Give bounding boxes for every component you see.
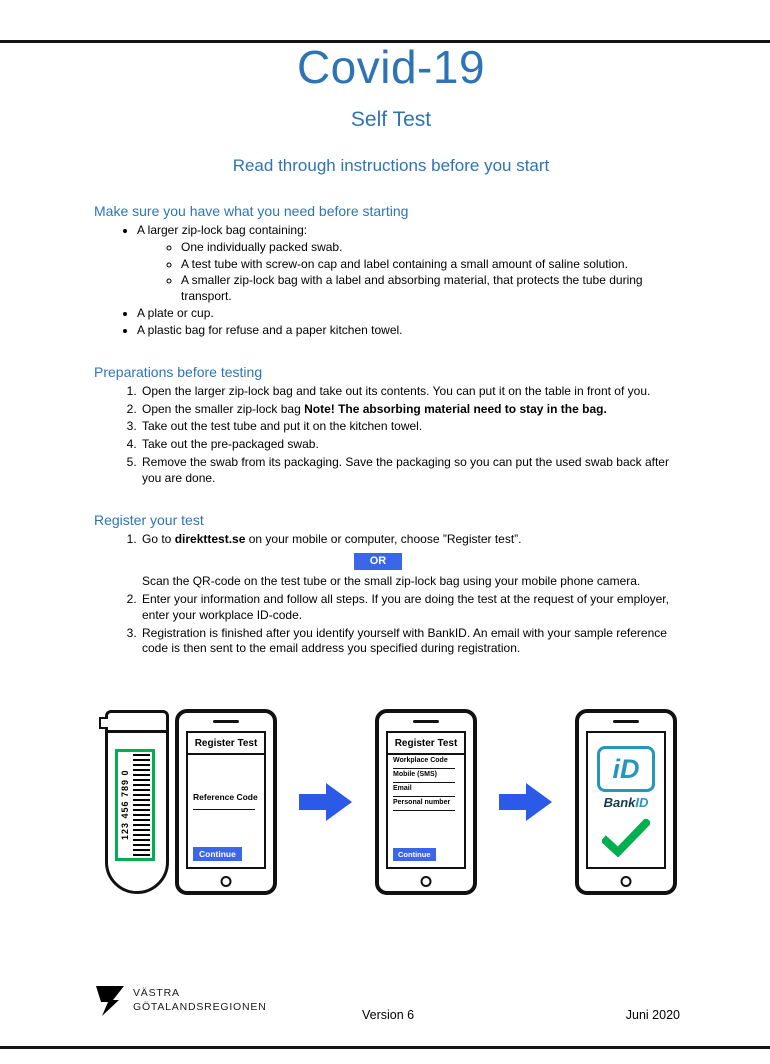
list-item: Remove the swab from its packaging. Save… — [140, 455, 688, 487]
list-item-text: Registration is finished after you ident… — [142, 625, 667, 656]
list-item-text: Take out the test tube and put it on the… — [142, 419, 423, 434]
org-name: VÄSTRA GÖTALANDSREGIONEN — [133, 987, 267, 1014]
list-item: Enter your information and follow all st… — [140, 592, 688, 624]
list-item: One individually packed swab. — [181, 240, 688, 256]
section-heading-preparations: Preparations before testing — [94, 363, 263, 380]
list-item-text: Remove the swab from its packaging. Save… — [142, 455, 669, 485]
section-heading-checklist: Make sure you have what you need before … — [94, 203, 409, 219]
phone-speaker — [413, 720, 439, 724]
tube-cap-line — [105, 730, 169, 734]
field-underline — [393, 778, 456, 784]
continue-button: Continue — [193, 847, 242, 862]
list-item: A smaller zip-lock bag with a label and … — [181, 273, 688, 305]
list-item: A plate or cup. — [137, 306, 688, 322]
field-underline — [393, 764, 456, 770]
bankid-wordmark-id: ID — [635, 795, 649, 811]
note-text: Note! The absorbing material need to sta… — [304, 401, 607, 416]
continue-button: Continue — [393, 848, 436, 862]
list-item: A larger zip-lock bag containing: One in… — [137, 223, 688, 305]
list-item: Go to direkttest.se on your mobile or co… — [140, 532, 688, 590]
list-item: Open the smaller zip-lock bag Note! The … — [140, 402, 688, 418]
list-item: Open the larger zip-lock bag and take ou… — [140, 384, 688, 400]
barcode-number: 123 456 789 0 — [120, 769, 130, 841]
list-item-text: A larger zip-lock bag containing: — [137, 223, 308, 237]
list-item-text: A smaller zip-lock bag with a label and … — [181, 273, 643, 304]
document-body: Covid-19 Self Test Read through instruct… — [0, 40, 770, 896]
preparations-steps: Open the larger zip-lock bag and take ou… — [94, 384, 688, 487]
bankid-wordmark: BankID — [604, 795, 649, 810]
page-subtitle: Self Test — [350, 108, 432, 131]
phone-home-button — [620, 876, 632, 888]
phone-speaker — [613, 720, 639, 724]
screen-title: Register Test — [194, 738, 258, 750]
field-underline — [193, 802, 256, 811]
checklist: A larger zip-lock bag containing: One in… — [94, 223, 688, 339]
register-steps: Go to direkttest.se on your mobile or co… — [94, 532, 688, 657]
phone-1-illustration: Register Test Reference Code Continue — [175, 709, 277, 896]
org-name-line2: GÖTALANDSREGIONEN — [133, 1001, 267, 1013]
list-item-text: on your mobile or computer, choose ”Regi… — [245, 531, 522, 546]
page-top-border — [0, 40, 770, 43]
list-item: Take out the test tube and put it on the… — [140, 419, 688, 435]
phone-3-illustration: iD BankID — [575, 709, 677, 896]
phone-home-button — [220, 876, 232, 888]
arrow-right-icon — [499, 783, 552, 822]
version-label: Version 6 — [362, 1008, 415, 1022]
screen-divider — [388, 753, 464, 756]
field-label: Mobile (SMS) — [393, 771, 437, 779]
org-name-line1: VÄSTRA — [133, 987, 180, 1000]
screen-title: Register Test — [394, 738, 458, 750]
field-underline — [393, 792, 456, 798]
list-item: Take out the pre-packaged swab. — [140, 437, 688, 453]
checklist-sublist: One individually packed swab. A test tub… — [137, 240, 688, 305]
bankid-wordmark-bank: Bank — [603, 795, 636, 811]
section-heading-register: Register your test — [94, 511, 204, 528]
list-item: A test tube with screw-on cap and label … — [181, 257, 688, 273]
barcode-icon — [133, 754, 150, 857]
list-item-text: Scan the QR-code on the test tube or the… — [142, 574, 641, 589]
page-footer: VÄSTRA GÖTALANDSREGIONEN Version 6 Juni … — [94, 970, 680, 1022]
field-label: Reference Code — [193, 792, 258, 803]
list-item-text: Go to — [142, 531, 175, 546]
list-item-text: Take out the pre-packaged swab. — [142, 437, 319, 452]
field-underline — [393, 806, 456, 812]
or-badge: OR — [354, 552, 402, 571]
page: { "colors": { "heading_blue": "#2E74B5",… — [0, 40, 770, 1064]
phone-3-screen: iD BankID — [586, 731, 666, 870]
screen-divider — [188, 753, 264, 756]
list-item-text: A plastic bag for refuse and a paper kit… — [137, 322, 403, 337]
date-label: Juni 2020 — [625, 1008, 680, 1022]
field-label: Email — [393, 785, 412, 793]
phone-home-button — [420, 876, 432, 888]
phone-2-screen: Register Test Workplace Code Mobile (SMS… — [386, 731, 466, 870]
list-item-text: A test tube with screw-on cap and label … — [181, 256, 628, 271]
list-item: Registration is finished after you ident… — [140, 626, 688, 658]
list-item-text: Open the larger zip-lock bag and take ou… — [142, 383, 651, 398]
list-item-text: Enter your information and follow all st… — [142, 591, 669, 622]
tube-cap-tab — [99, 717, 108, 730]
bankid-glyph: iD — [612, 753, 640, 784]
phone-speaker — [213, 720, 239, 724]
arrow-right-icon — [299, 783, 352, 822]
list-item-text: A plate or cup. — [137, 306, 214, 321]
instruction-figures: 123 456 789 0 Register Test Reference Co… — [94, 709, 688, 896]
field-label: Workplace Code — [393, 757, 448, 765]
tube-barcode-label: 123 456 789 0 — [115, 749, 155, 862]
list-item-text: Open the smaller zip-lock bag — [142, 401, 305, 416]
website-name: direkttest.se — [174, 531, 246, 546]
bankid-logo-icon: iD — [597, 746, 655, 793]
phone-1-screen: Register Test Reference Code Continue — [186, 731, 266, 870]
field-label: Personal number — [393, 799, 451, 807]
phone-2-illustration: Register Test Workplace Code Mobile (SMS… — [375, 709, 477, 896]
vgr-logo-block: VÄSTRA GÖTALANDSREGIONEN — [94, 984, 267, 1018]
list-item: A plastic bag for refuse and a paper kit… — [137, 323, 688, 339]
checkmark-icon — [602, 819, 650, 858]
page-bottom-border — [0, 1046, 770, 1049]
page-title: Covid-19 — [296, 41, 486, 93]
test-tube-illustration: 123 456 789 0 — [99, 710, 169, 895]
tagline: Read through instructions before you sta… — [232, 156, 550, 175]
list-item-text: One individually packed swab. — [181, 239, 343, 254]
vgr-logo-icon — [96, 986, 124, 1016]
